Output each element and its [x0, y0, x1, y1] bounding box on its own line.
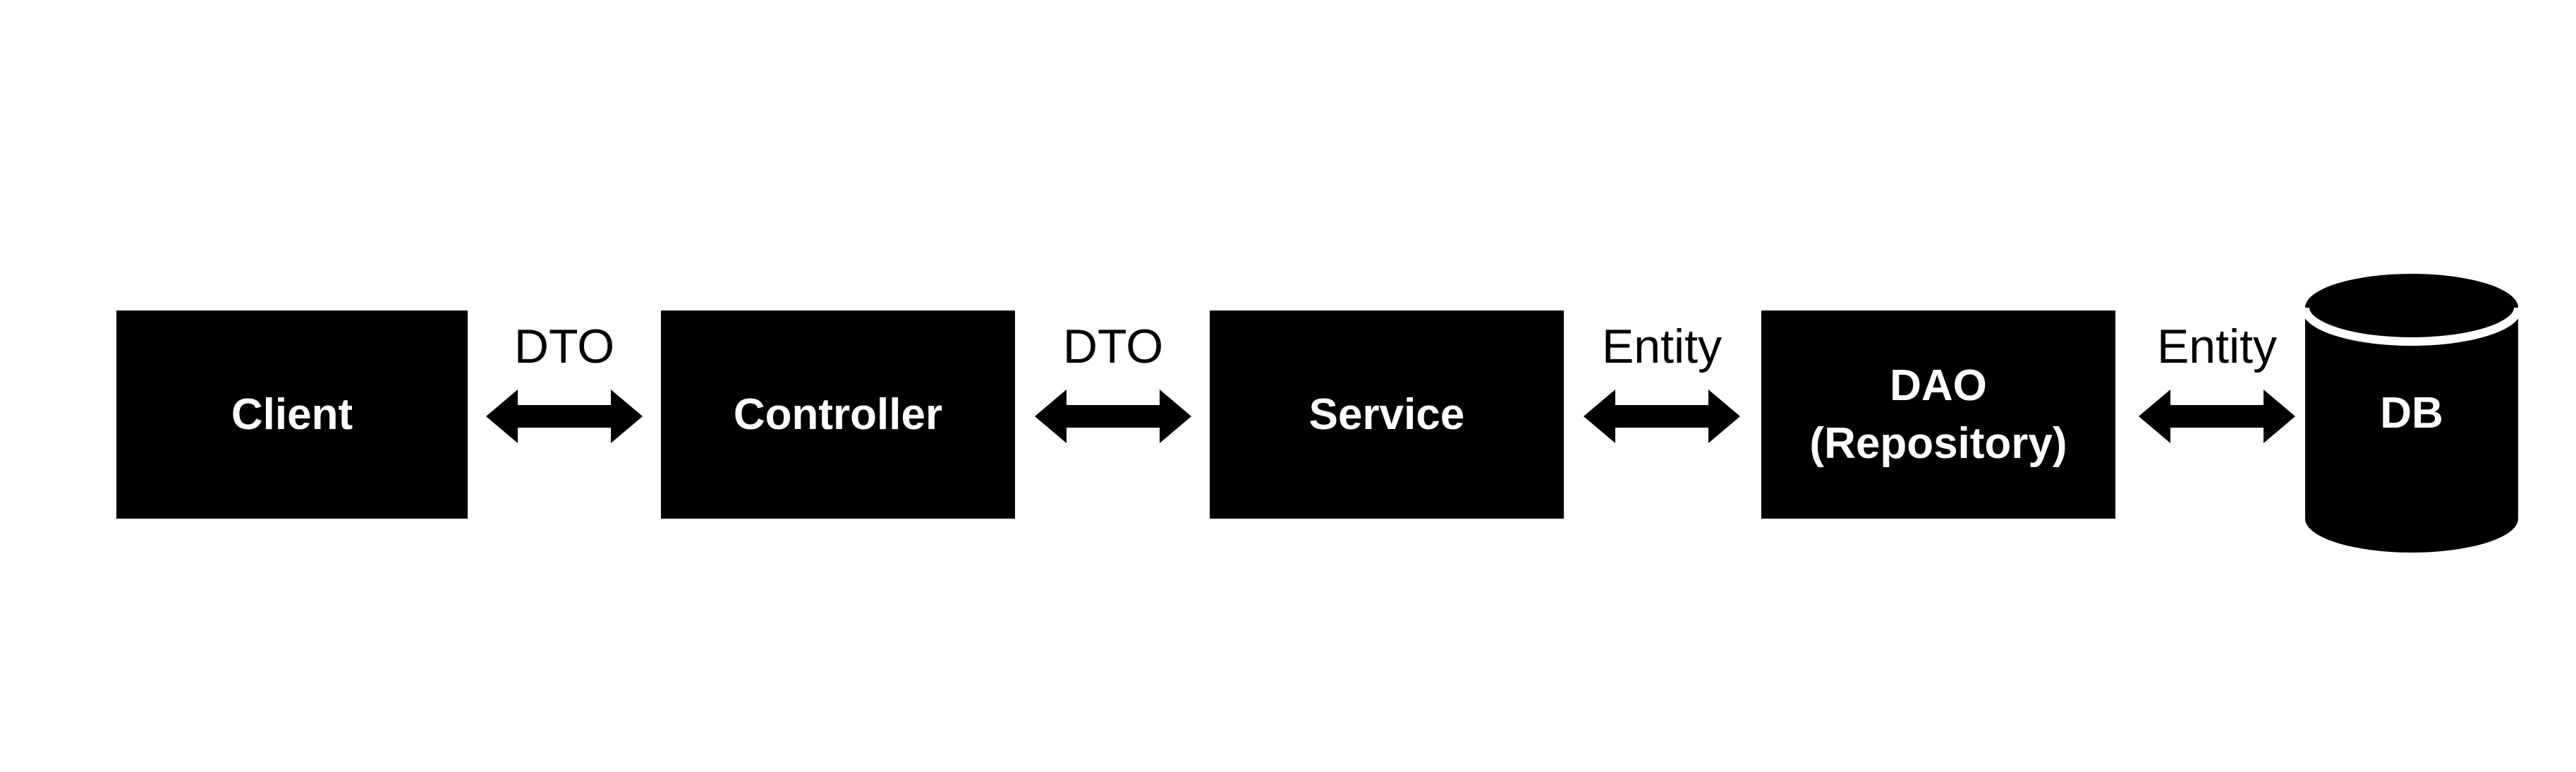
node-controller: Controller — [661, 310, 1015, 519]
double-arrow-icon — [2139, 390, 2295, 443]
node-db: DB — [2305, 274, 2518, 553]
node-service: Service — [1210, 310, 1564, 519]
edge-label-dto-1: DTO — [514, 320, 615, 373]
node-client-label: Client — [231, 390, 353, 439]
database-cylinder-icon — [2305, 274, 2518, 553]
node-dao-sublabel: (Repository) — [1809, 418, 2067, 468]
node-client: Client — [116, 310, 468, 519]
edge-service-dao: Entity — [1570, 319, 1754, 443]
node-db-label: DB — [2380, 389, 2443, 438]
edge-label-entity-1: Entity — [1601, 320, 1723, 373]
node-service-label: Service — [1308, 390, 1465, 439]
edge-dao-db: Entity — [2125, 319, 2309, 443]
edge-client-controller: DTO — [473, 319, 656, 443]
node-controller-label: Controller — [733, 390, 943, 439]
node-dao: DAO (Repository) — [1761, 310, 2115, 519]
edge-label-dto-2: DTO — [1062, 320, 1164, 373]
node-dao-label: DAO — [1890, 361, 1987, 410]
double-arrow-icon — [1584, 390, 1740, 443]
edge-label-entity-2: Entity — [2156, 320, 2278, 373]
double-arrow-icon — [1035, 390, 1191, 443]
double-arrow-icon — [486, 390, 643, 443]
edge-controller-service: DTO — [1021, 319, 1205, 443]
